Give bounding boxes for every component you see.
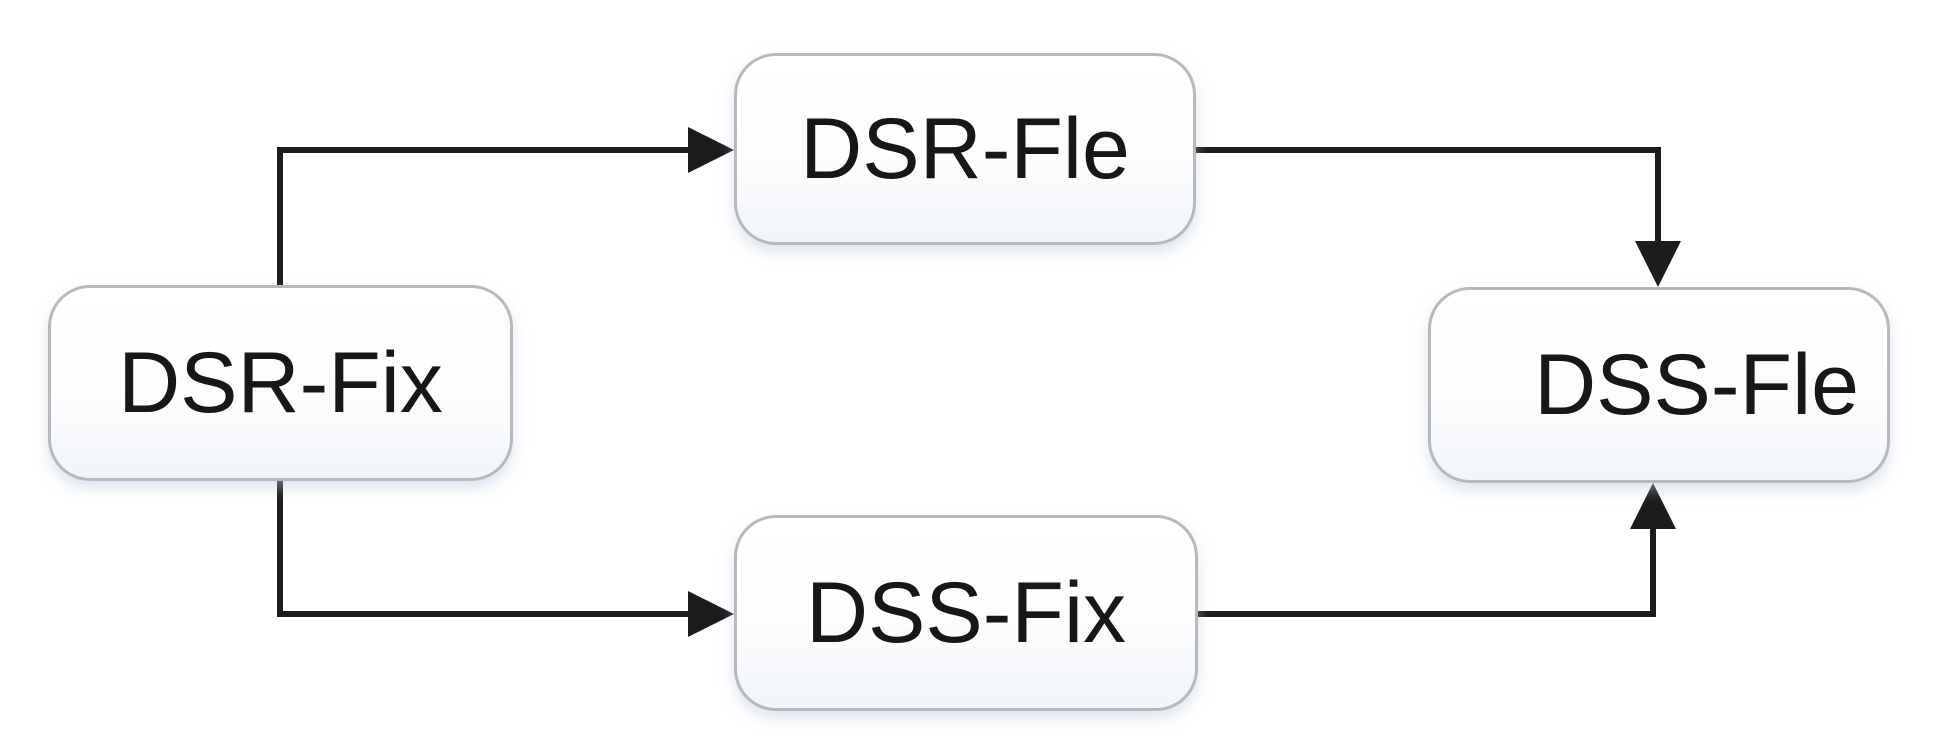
node-dss-fle: DSS-Fle [1428, 287, 1890, 483]
node-dsr-fle: DSR-Fle [734, 53, 1196, 245]
arrowhead-right-icon [688, 127, 734, 173]
node-dss-fix: DSS-Fix [734, 515, 1198, 711]
edge-line [277, 479, 688, 617]
edge-dsr-fix-to-dsr-fle [277, 127, 734, 287]
node-dsr-fix: DSR-Fix [48, 285, 513, 481]
edge-dsr-fle-to-dss-fle [1196, 147, 1681, 287]
arrowhead-down-icon [1635, 241, 1681, 287]
edge-dss-fix-to-dss-fle [1198, 483, 1676, 617]
arrowhead-up-icon [1630, 483, 1676, 529]
edge-line [1198, 527, 1656, 617]
edge-line [1196, 147, 1661, 243]
edge-line [277, 147, 688, 287]
edge-dsr-fix-to-dss-fix [277, 479, 734, 637]
arrowhead-right-icon [688, 591, 734, 637]
